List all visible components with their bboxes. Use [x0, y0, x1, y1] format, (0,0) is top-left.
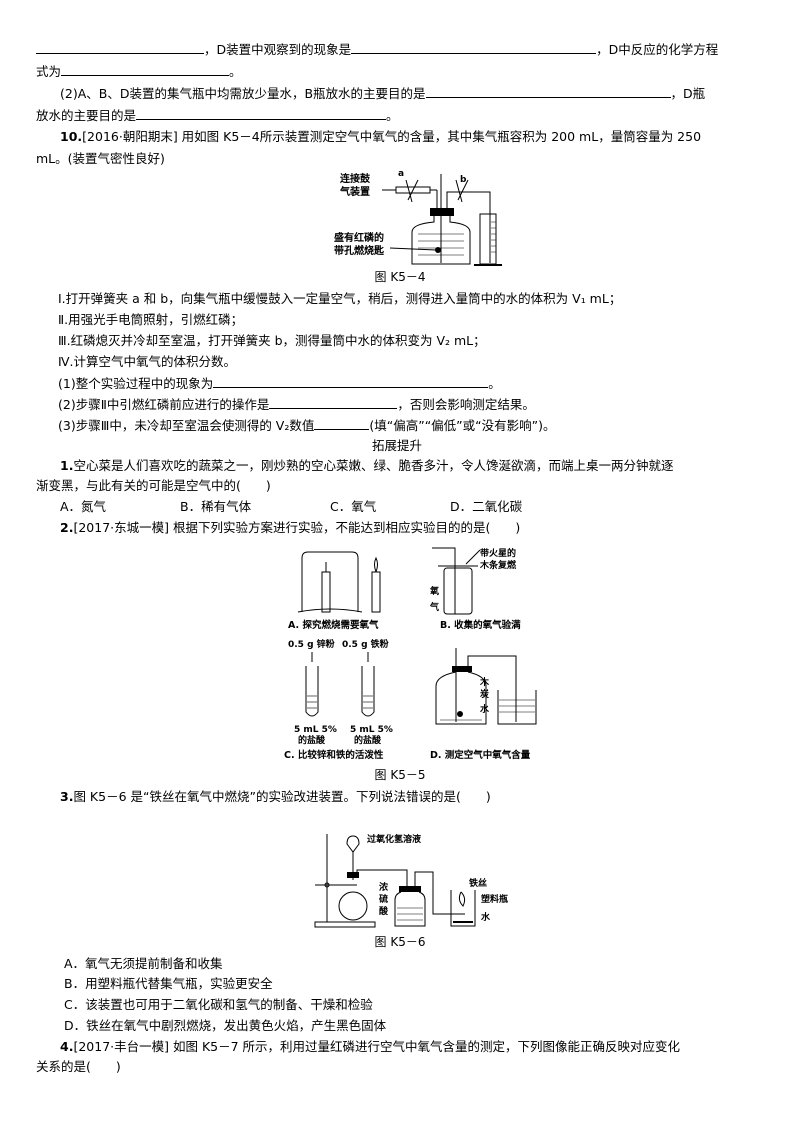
label-bottle: 塑料瓶 — [481, 893, 508, 905]
answer-blank[interactable] — [314, 416, 370, 430]
question-number: 2. — [60, 520, 74, 535]
option-a[interactable]: A．氮气 — [60, 499, 107, 514]
question-10-stem: 10.[2016·朝阳期末] 用如图 K5－4所示装置测定空气中氧气的含量，其中… — [60, 128, 758, 146]
text: 式为 — [36, 64, 62, 79]
question-number: 1. — [60, 458, 74, 473]
text: 。 — [386, 108, 399, 123]
ext-question-4-stem: 4.[2017·丰台一模] 如图 K5－7 所示，利用过量红磷进行空气中氧气含量… — [60, 1038, 758, 1056]
label-d-char1: 木 — [479, 676, 490, 688]
label-connect: 连接鼓 — [340, 172, 371, 185]
text: [2017·丰台一模] 如图 K5－7 所示，利用过量红磷进行空气中氧气含量的测… — [73, 1039, 681, 1054]
question-number: 3. — [60, 789, 74, 804]
label-h2o2: 过氧化氢溶液 — [367, 833, 422, 845]
text-line: mL。(装置气密性良好) — [36, 150, 758, 168]
option-b[interactable]: B．稀有气体 — [180, 499, 252, 514]
text: (填“偏高”“偏低”或“没有影响”)。 — [369, 418, 556, 433]
step-4: Ⅳ.计算空气中氧气的体积分数。 — [58, 354, 237, 369]
label-acid3: 酸 — [379, 905, 389, 917]
label-d-water: 水 — [480, 703, 490, 715]
label-d-char2: 炭 — [480, 688, 489, 700]
sub-question-1: (1)整个实验过程中的现象为 。 — [58, 374, 758, 392]
answer-blank[interactable] — [351, 40, 597, 54]
step-1: Ⅰ.打开弹簧夹 a 和 b，向集气瓶中缓慢鼓入一定量空气，稍后，测得进入量筒中的… — [58, 291, 622, 306]
answer-blank[interactable] — [61, 62, 230, 76]
label-c-fe: 0.5 g 铁粉 — [342, 638, 389, 650]
answer-blank[interactable] — [36, 40, 204, 54]
sub-question-3: (3)步骤Ⅲ中，未冷却至室温会使测得的 V₂数值 (填“偏高”“偏低”或“没有影响… — [58, 416, 758, 434]
figure-caption: 图 K5－5 — [374, 768, 426, 782]
figure-k5-4-apparatus: 连接鼓 气装置 a b 盛有红磷的 带孔燃烧匙 — [334, 169, 502, 266]
text: 空心菜是人们喜欢吃的蔬菜之一，刚炒熟的空心菜嫩、绿、脆香多汁，令人馋涎欲滴，而端… — [73, 458, 674, 473]
text-line: 关系的是( ) — [36, 1059, 121, 1074]
label-c-acid2: 的盐酸 — [298, 734, 326, 746]
options-row: A．氮气 B．稀有气体 C．氧气 D．二氧化碳 — [60, 498, 758, 516]
text: 。 — [229, 64, 242, 79]
figure-k5-5-experiments: A. 探究燃烧需要氧气 带火星的 木条复燃 氧 气 B. 收集的氧气验满 0.5… — [284, 547, 537, 761]
text: (3)步骤Ⅲ中，未冷却至室温会使测得的 V₂数值 — [58, 418, 315, 433]
label-c-acid1b: 5 mL 5% — [350, 725, 393, 735]
question-number: 4. — [60, 1039, 74, 1054]
label-c-zn: 0.5 g 锌粉 — [288, 638, 335, 650]
text: (2)A、B、D装置的集气瓶中均需放少量水，B瓶放水的主要目的是 — [60, 86, 426, 101]
figure-k5-6-apparatus: 过氧化氢溶液 浓 硫 酸 铁丝 塑料瓶 水 — [314, 833, 508, 928]
label-acid2: 硫 — [379, 893, 388, 905]
section-title: 拓展提升 — [371, 438, 422, 453]
label-connect2: 气装置 — [339, 185, 370, 198]
text: [2016·朝阳期末] 用如图 K5－4所示装置测定空气中氧气的含量，其中集气瓶… — [82, 129, 702, 144]
figure-caption: 图 K5－6 — [374, 935, 426, 949]
panel-d-label: D. 测定空气中氧气含量 — [430, 749, 531, 761]
label-b-note1: 带火星的 — [480, 547, 516, 559]
label-b-gas1: 氧 — [429, 585, 439, 597]
step-3: Ⅲ.红磷熄灭并冷却至室温，打开弹簧夹 b，测得量筒中水的体积变为 V₂ mL； — [58, 333, 486, 348]
text-line: (2)A、B、D装置的集气瓶中均需放少量水，B瓶放水的主要目的是 ，D瓶 — [60, 84, 758, 102]
label-a: a — [398, 169, 404, 179]
sub-question-2: (2)步骤Ⅱ中引燃红磷前应进行的操作是 ，否则会影响测定结果。 — [58, 395, 758, 413]
ext-question-2-stem: 2.[2017·东城一模] 根据下列实验方案进行实验，不能达到相应实验目的的是(… — [60, 519, 758, 537]
option-c[interactable]: C．该装置也可用于二氧化碳和氢气的制备、干燥和检验 — [64, 997, 373, 1012]
panel-b-label: B. 收集的氧气验满 — [440, 619, 521, 631]
option-b[interactable]: B．用塑料瓶代替集气瓶，实验更安全 — [64, 976, 273, 991]
ext-question-1-stem: 1.空心菜是人们喜欢吃的蔬菜之一，刚炒熟的空心菜嫩、绿、脆香多汁，令人馋涎欲滴，… — [60, 457, 758, 475]
text-line: 放水的主要目的是 。 — [36, 106, 758, 124]
text: ，D瓶 — [670, 86, 706, 101]
text: (2)步骤Ⅱ中引燃红磷前应进行的操作是 — [58, 397, 270, 412]
label-b-note2: 木条复燃 — [479, 559, 517, 571]
label-wire: 铁丝 — [469, 877, 487, 889]
panel-c-label: C. 比较锌和铁的活泼性 — [284, 749, 384, 761]
text: ，D装置中观察到的现象是 — [204, 42, 352, 57]
text: ，否则会影响测定结果。 — [397, 397, 535, 412]
question-number: 10. — [60, 129, 83, 144]
answer-blank[interactable] — [136, 106, 387, 120]
label-c-acid2b: 的盐酸 — [354, 734, 382, 746]
answer-blank[interactable] — [425, 84, 671, 98]
option-d[interactable]: D．铁丝在氧气中剧烈燃烧，发出黄色火焰，产生黑色固体 — [64, 1018, 387, 1033]
panel-a-label: A. 探究燃烧需要氧气 — [288, 619, 379, 631]
label-b: b — [460, 175, 467, 185]
label-spoon2: 带孔燃烧匙 — [334, 244, 385, 257]
text: 。 — [488, 376, 501, 391]
label-water: 水 — [481, 911, 491, 923]
text: 图 K5－6 是“铁丝在氧气中燃烧”的实验改进装置。下列说法错误的是( ) — [73, 789, 491, 804]
text: [2017·东城一模] 根据下列实验方案进行实验，不能达到相应实验目的的是( ) — [73, 520, 521, 535]
figure-caption: 图 K5－4 — [374, 270, 426, 284]
text: 放水的主要目的是 — [36, 108, 137, 123]
text: mL。(装置气密性良好) — [36, 151, 165, 166]
label-acid1: 浓 — [379, 881, 389, 893]
text: (1)整个实验过程中的现象为 — [58, 376, 214, 391]
text: ，D中反应的化学方程 — [596, 42, 719, 57]
answer-blank[interactable] — [269, 395, 398, 409]
text-line: 式为 。 — [36, 62, 758, 80]
text-line: 渐变黑，与此有关的可能是空气中的( ) — [36, 478, 271, 493]
label-b-gas2: 气 — [429, 601, 439, 613]
text-line: ，D装置中观察到的现象是 ，D中反应的化学方程 — [36, 40, 758, 58]
option-d[interactable]: D．二氧化碳 — [450, 499, 523, 514]
label-spoon1: 盛有红磷的 — [334, 231, 384, 244]
ext-question-3-stem: 3.图 K5－6 是“铁丝在氧气中燃烧”的实验改进装置。下列说法错误的是( ) — [60, 788, 758, 806]
step-2: Ⅱ.用强光手电筒照射，引燃红磷； — [58, 312, 244, 327]
option-a[interactable]: A．氧气无须提前制备和收集 — [64, 956, 223, 971]
option-c[interactable]: C．氧气 — [330, 499, 377, 514]
label-c-acid1: 5 mL 5% — [294, 725, 337, 735]
answer-blank[interactable] — [213, 374, 489, 388]
